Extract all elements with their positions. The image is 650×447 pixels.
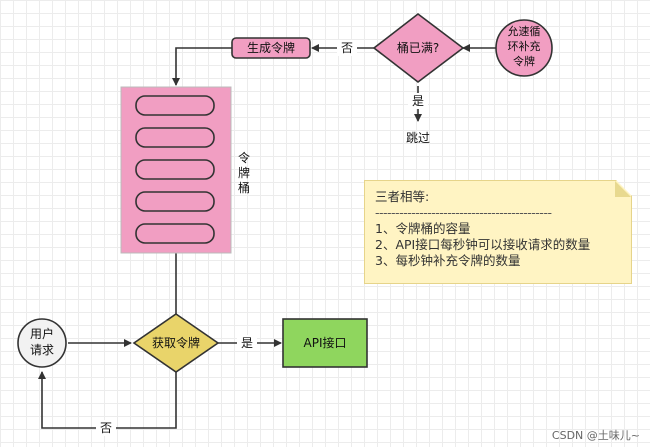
edge-gettoken-back-to-user bbox=[38, 371, 177, 429]
token-slot bbox=[135, 127, 215, 148]
bucket-full-label: 桶已满? bbox=[397, 40, 439, 55]
sticky-note: 三者相等: ----------------------------------… bbox=[364, 180, 632, 284]
refill-node-line-1: 允速循 bbox=[508, 24, 541, 38]
note-item: 1、令牌桶的容量 bbox=[375, 221, 471, 236]
get-token-label: 获取令牌 bbox=[152, 335, 200, 350]
refill-node-line-2: 环补充 bbox=[508, 39, 541, 53]
token-slot bbox=[135, 95, 215, 116]
bucket-label-char-1: 令 bbox=[238, 150, 250, 165]
refill-tokens-node bbox=[495, 19, 553, 77]
token-slot bbox=[135, 223, 215, 244]
note-separator: ----------------------------------------… bbox=[375, 205, 552, 220]
skip-label: 跳过 bbox=[406, 131, 430, 145]
edge-label-yes-bottom: 是 bbox=[241, 336, 253, 350]
user-request-line-2: 请求 bbox=[30, 343, 54, 357]
edge-generate-to-bucket bbox=[172, 47, 232, 86]
get-token-decision bbox=[132, 313, 220, 373]
generate-token-node bbox=[231, 37, 311, 59]
edge-label-yes-top: 是 bbox=[412, 94, 424, 108]
token-slot bbox=[135, 159, 215, 180]
token-slot bbox=[135, 191, 215, 212]
refill-node-line-3: 令牌 bbox=[513, 54, 535, 68]
bucket-full-decision bbox=[372, 12, 465, 84]
generate-token-label: 生成令牌 bbox=[247, 40, 295, 55]
user-request-line-1: 用户 bbox=[30, 326, 54, 341]
api-node bbox=[282, 318, 368, 368]
bucket-label-char-2: 牌 bbox=[238, 166, 250, 180]
note-item: 3、每秒钟补充令牌的数量 bbox=[375, 253, 521, 268]
api-label: API接口 bbox=[304, 335, 347, 350]
bucket-label-char-3: 桶 bbox=[238, 180, 250, 195]
edge-label-no-bottom: 否 bbox=[100, 421, 112, 435]
edge-label-no-top: 否 bbox=[341, 41, 353, 55]
user-request-node bbox=[17, 318, 67, 368]
note-title: 三者相等: bbox=[375, 189, 430, 204]
note-item: 2、API接口每秒钟可以接收请求的数量 bbox=[375, 237, 591, 252]
watermark: CSDN @土味儿~ bbox=[551, 429, 640, 442]
